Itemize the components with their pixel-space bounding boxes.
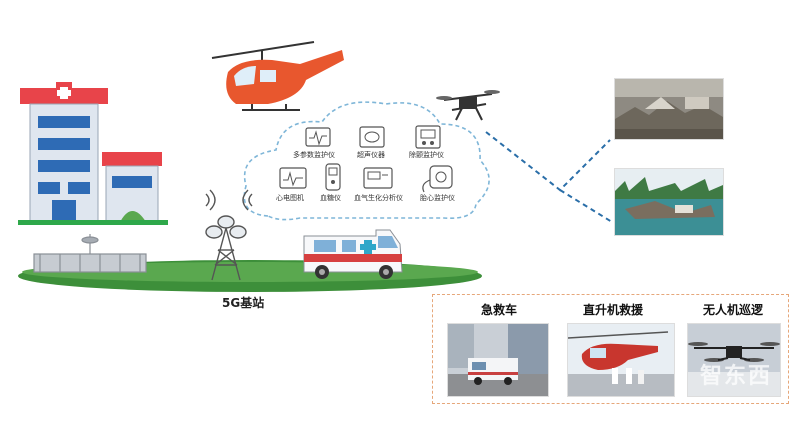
signal-link-lines bbox=[485, 131, 613, 223]
multiparameter-monitor-icon bbox=[305, 127, 331, 147]
drone-patrol-photo: 智东西 bbox=[687, 323, 781, 397]
flood-disaster-photo bbox=[614, 168, 724, 236]
5g-base-station-icon bbox=[205, 189, 253, 281]
ambulance-street-photo bbox=[447, 323, 549, 397]
ultrasound-icon bbox=[359, 126, 385, 148]
ambulance-icon bbox=[303, 229, 403, 279]
watermark-text: 智东西 bbox=[699, 364, 772, 389]
blood-gas-analyzer-icon bbox=[363, 167, 393, 189]
fetal-monitor-icon bbox=[422, 165, 453, 193]
device-label-defibrillator: 除颤监护仪 bbox=[409, 151, 444, 159]
helicopter-rescue-photo bbox=[567, 323, 675, 397]
hospital-icon bbox=[18, 82, 168, 225]
drone-icon bbox=[436, 90, 500, 121]
scenario-title-ambulance: 急救车 bbox=[481, 303, 518, 317]
scenario-title-drone: 无人机巡逻 bbox=[703, 303, 764, 317]
disaster-debris-photo bbox=[614, 78, 724, 140]
scenario-title-helicopter: 直升机救援 bbox=[583, 303, 644, 317]
device-label-glucometer: 血糖仪 bbox=[320, 194, 341, 202]
ecg-machine-icon bbox=[279, 167, 307, 189]
device-label-fetal-monitor: 胎心监护仪 bbox=[420, 194, 455, 202]
rescue-scenarios-panel: 急救车 直升机救援 无人机巡逻 bbox=[432, 294, 789, 404]
helicopter-icon bbox=[211, 41, 344, 111]
device-label-blood-gas-analyzer: 血气生化分析仪 bbox=[354, 194, 403, 202]
device-label-ecg-machine: 心电图机 bbox=[276, 194, 304, 202]
base-station-label: 5G基站 bbox=[222, 296, 265, 310]
device-label-ultrasound: 超声仪器 bbox=[357, 151, 385, 159]
device-label-multiparameter-monitor: 多参数监护仪 bbox=[293, 151, 335, 159]
helipad-platform-icon bbox=[33, 234, 147, 273]
defibrillator-icon bbox=[415, 125, 441, 149]
glucometer-icon bbox=[325, 163, 341, 191]
